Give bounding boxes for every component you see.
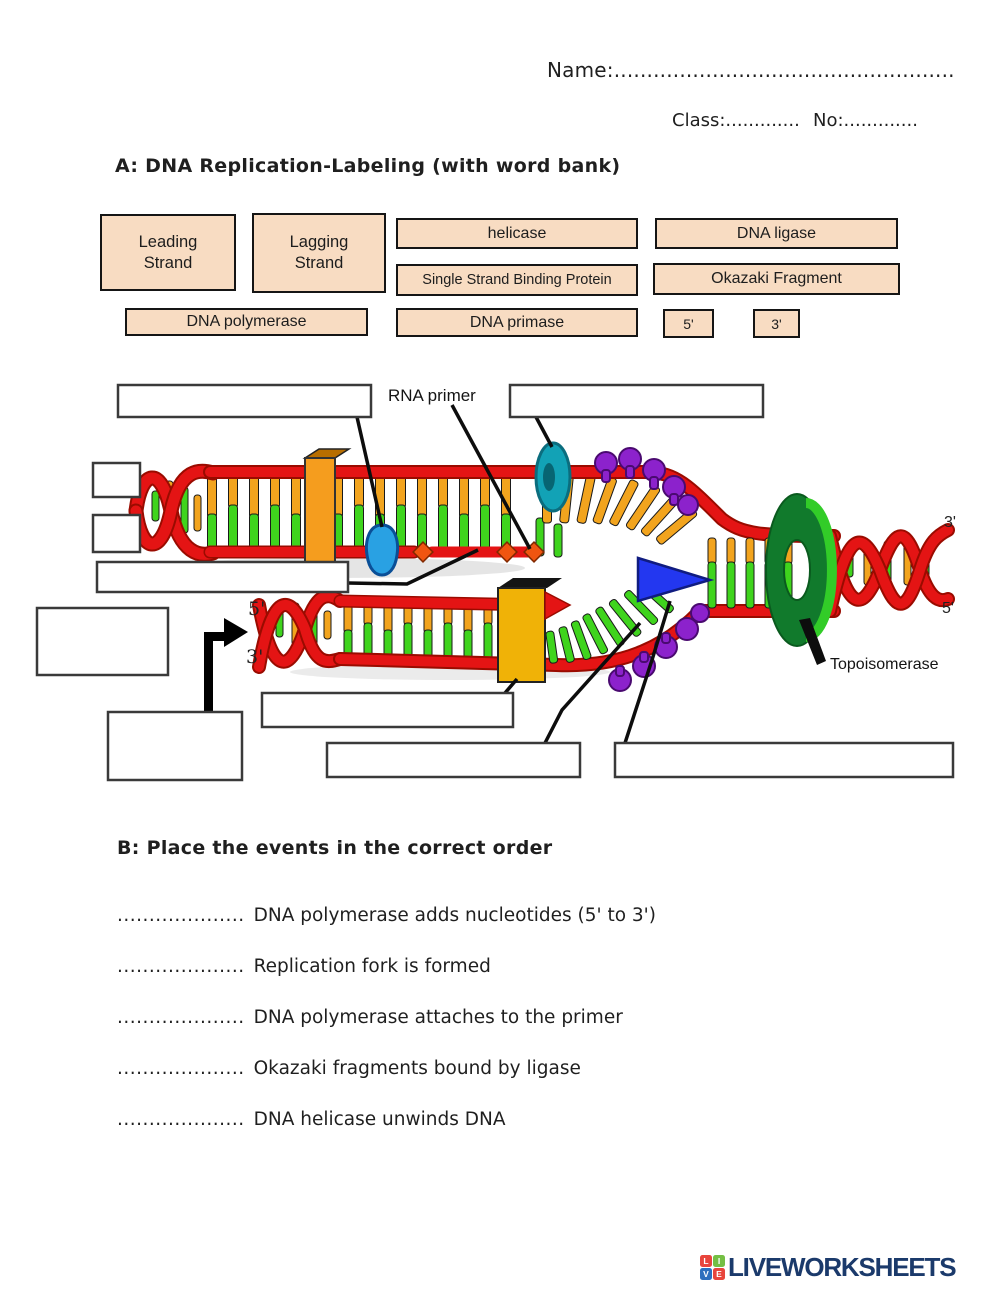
answer-box-small-upper[interactable] [91, 461, 142, 499]
polymerase-blob-icon [364, 523, 400, 577]
leader-lines [347, 404, 672, 744]
liveworksheets-logo-icon: L I V E [700, 1255, 725, 1280]
pointer-arrow-lower [204, 618, 248, 712]
order-item-row: .................... Okazaki fragments bo… [117, 1058, 581, 1079]
logo-tile-e: E [713, 1268, 725, 1280]
wordbank-dna-primase[interactable]: DNA primase [396, 308, 638, 337]
wordbank-leading-strand[interactable]: Leading Strand [100, 214, 236, 291]
order-item-row: .................... DNA polymerase adds … [117, 905, 656, 926]
name-field[interactable]: Name:...................................… [547, 58, 955, 82]
number-field[interactable]: No:............. [813, 110, 918, 131]
order-item-row: .................... DNA polymerase attac… [117, 1007, 623, 1028]
topoisomerase-pointer [799, 618, 826, 665]
wordbank-three-prime[interactable]: 3' [753, 309, 800, 338]
answer-box-bottom-left[interactable] [325, 741, 582, 779]
answer-box-bottom-right[interactable] [613, 741, 955, 779]
right-helix [823, 523, 955, 618]
order-item-text: Okazaki fragments bound by ligase [253, 1058, 581, 1079]
order-item-row: .................... DNA helicase unwinds… [117, 1109, 506, 1130]
order-item-text: Replication fork is formed [253, 956, 491, 977]
class-field[interactable]: Class:............. [672, 110, 800, 131]
wordbank-five-prime[interactable]: 5' [663, 309, 714, 338]
order-blank-5[interactable]: .................... [117, 1109, 245, 1130]
right-three-prime-label: 3' [944, 514, 956, 531]
section-b-title: B: Place the events in the correct order [117, 837, 553, 859]
answer-box-top-right[interactable] [508, 383, 765, 419]
right-five-prime-label: 5' [942, 600, 954, 617]
lower-three-prime-label: 3' [246, 646, 263, 668]
order-blank-1[interactable]: .................... [117, 905, 245, 926]
logo-tile-v: V [700, 1268, 712, 1280]
wordbank-dna-ligase[interactable]: DNA ligase [655, 218, 898, 249]
answer-box-bottom-mid[interactable] [260, 691, 515, 729]
answer-box-small-lower[interactable] [91, 513, 142, 554]
helicase-donut-icon [534, 441, 572, 513]
section-a-title: A: DNA Replication-Labeling (with word b… [115, 155, 621, 177]
primase-triangle-icon [636, 556, 715, 603]
order-blank-4[interactable]: .................... [117, 1058, 245, 1079]
wordbank-helicase[interactable]: helicase [396, 218, 638, 249]
wordbank-okazaki-fragment[interactable]: Okazaki Fragment [653, 263, 900, 295]
synthesis-arrowhead-icon [544, 590, 572, 621]
rna-primer-label: RNA primer [388, 386, 476, 405]
ssb-protein-upper-icon [594, 447, 699, 516]
dna-replication-diagram: RNA primer Topoisomerase 3' 5' 5' 3' [35, 383, 956, 782]
order-blank-3[interactable]: .................... [117, 1007, 245, 1028]
lower-left-helix [252, 589, 347, 674]
order-item-text: DNA helicase unwinds DNA [253, 1109, 506, 1130]
upper-left-helix [128, 463, 221, 562]
logo-tile-l: L [700, 1255, 712, 1267]
topoisomerase-label: Topoisomerase [830, 656, 939, 673]
answer-box-far-left[interactable] [35, 606, 170, 677]
logo-tile-i: I [713, 1255, 725, 1267]
topoisomerase-ring-icon [765, 493, 837, 647]
primer-joint-icon [496, 541, 518, 563]
answer-box-bottom-far-left[interactable] [106, 710, 244, 782]
answer-box-top-left[interactable] [116, 383, 373, 419]
order-blank-2[interactable]: .................... [117, 956, 245, 977]
polymerase-yellow-icon [497, 578, 572, 683]
lower-five-prime-label: 5' [248, 598, 265, 620]
liveworksheets-logo[interactable]: L I V E LIVEWORKSHEETS [700, 1252, 957, 1283]
wordbank-ssb-protein[interactable]: Single Strand Binding Protein [396, 264, 638, 296]
order-item-row: .................... Replication fork is … [117, 956, 491, 977]
logo-wordmark: LIVEWORKSHEETS [728, 1252, 957, 1282]
order-item-text: DNA polymerase attaches to the primer [253, 1007, 623, 1028]
answer-box-mid-left[interactable] [95, 560, 350, 594]
wordbank-lagging-strand[interactable]: Lagging Strand [252, 213, 386, 293]
wordbank-dna-polymerase[interactable]: DNA polymerase [125, 308, 368, 336]
order-item-text: DNA polymerase adds nucleotides (5' to 3… [253, 905, 656, 926]
primer-joint-icon [412, 541, 434, 563]
